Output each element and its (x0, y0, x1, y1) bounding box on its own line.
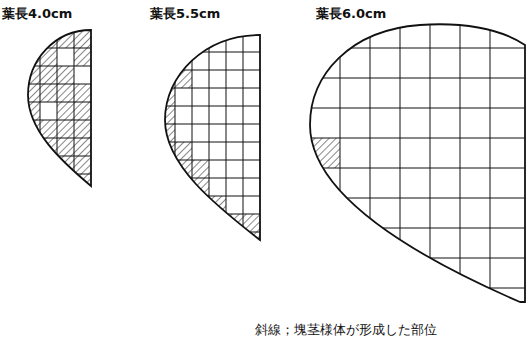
plain-cell (40, 102, 57, 120)
leaf-length-label: 葉長4.0cm (2, 6, 72, 22)
plain-cell (74, 66, 91, 84)
legend-note: 斜線；塊茎様体が形成した部位 (255, 322, 437, 338)
hatched-area (330, 198, 340, 228)
plain-cell (57, 48, 74, 66)
leaf-outline (165, 35, 260, 240)
hatched-area (20, 25, 95, 190)
leaf-grid (300, 20, 527, 305)
grid-lines (160, 30, 262, 245)
grid-lines (20, 25, 95, 190)
leaf-grid (20, 25, 95, 190)
leaf-outline (310, 24, 525, 302)
leaf-outline (28, 30, 91, 186)
leaf-length-label: 葉長6.0cm (316, 6, 386, 22)
leaf-length-label: 葉長5.5cm (150, 6, 220, 22)
grid-lines (300, 20, 527, 305)
leaf-grid (160, 30, 262, 245)
